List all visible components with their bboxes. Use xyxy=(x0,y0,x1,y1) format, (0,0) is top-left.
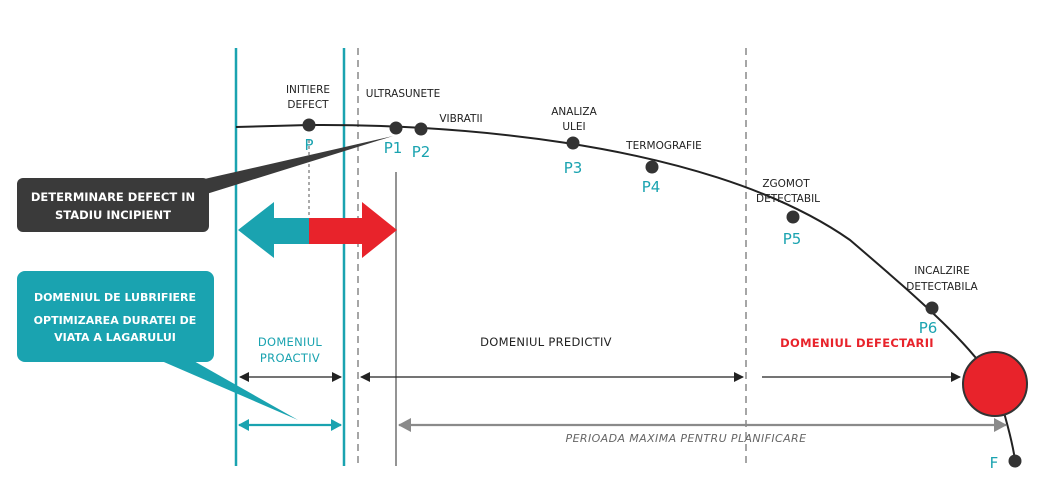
point-p1-marker xyxy=(389,121,403,135)
point-p-caption-2: DEFECT xyxy=(287,99,329,111)
point-p6-label: P6 xyxy=(919,319,938,337)
teal-callout-line-3: VIATA A LAGARULUI xyxy=(54,331,176,344)
point-p6-caption-1: INCALZIRE xyxy=(914,265,970,277)
point-p: INITIERE DEFECT P xyxy=(286,84,330,154)
point-f: F xyxy=(962,351,1028,472)
point-p5: ZGOMOT DETECTABIL P5 xyxy=(756,178,820,248)
dark-callout-box xyxy=(17,178,209,232)
point-p5-caption-1: ZGOMOT xyxy=(762,178,810,190)
p-f-curve xyxy=(235,123,1016,461)
point-p3: ANALIZA ULEI P3 xyxy=(551,106,597,177)
dark-callout-line-1: DETERMINARE DEFECT IN xyxy=(31,190,195,204)
point-p-marker xyxy=(302,118,316,132)
point-p2-label: P2 xyxy=(412,143,431,161)
point-p-label: P xyxy=(304,136,313,154)
point-p1: ULTRASUNETE P1 xyxy=(366,88,440,157)
teal-callout-line-2: OPTIMIZAREA DURATEI DE xyxy=(34,314,197,327)
teal-callout-pointer xyxy=(150,356,298,420)
point-p3-caption-2: ULEI xyxy=(562,121,585,133)
predictive-domain-label: DOMENIUL PREDICTIV xyxy=(480,335,612,349)
point-p5-marker xyxy=(786,210,800,224)
point-f-marker xyxy=(1008,454,1022,468)
point-p4-label: P4 xyxy=(642,178,661,196)
point-p4-caption: TERMOGRAFIE xyxy=(625,140,702,152)
point-p2-caption: VIBRATII xyxy=(439,113,482,125)
point-p5-label: P5 xyxy=(783,230,802,248)
teal-arrow-left xyxy=(238,202,309,258)
red-arrow-right xyxy=(309,202,397,258)
incipient-defect-callout: DETERMINARE DEFECT IN STADIU INCIPIENT xyxy=(17,136,393,232)
point-p2-marker xyxy=(414,122,428,136)
point-p5-caption-2: DETECTABIL xyxy=(756,193,820,205)
proactive-domain-label-2: PROACTIV xyxy=(260,351,320,365)
failure-circle xyxy=(962,351,1028,417)
teal-callout-line-1: DOMENIUL DE LUBRIFIERE xyxy=(34,291,196,304)
point-p4: TERMOGRAFIE P4 xyxy=(625,140,702,196)
planning-period-label: PERIOADA MAXIMA PENTRU PLANIFICARE xyxy=(566,432,807,445)
point-p-caption-1: INITIERE xyxy=(286,84,330,96)
lubrication-domain-callout: DOMENIUL DE LUBRIFIERE OPTIMIZAREA DURAT… xyxy=(17,271,298,420)
point-p4-marker xyxy=(645,160,659,174)
dark-callout-line-2: STADIU INCIPIENT xyxy=(55,208,171,222)
failure-domain-label: DOMENIUL DEFECTARII xyxy=(780,336,934,350)
point-p1-caption: ULTRASUNETE xyxy=(366,88,440,100)
point-f-label: F xyxy=(990,454,999,472)
teal-callout-box xyxy=(17,271,214,362)
point-p3-marker xyxy=(566,136,580,150)
point-p1-label: P1 xyxy=(384,139,403,157)
point-p3-label: P3 xyxy=(564,159,583,177)
point-p6-caption-2: DETECTABILA xyxy=(906,281,978,293)
point-p6: INCALZIRE DETECTABILA P6 xyxy=(906,265,978,337)
point-p2: VIBRATII P2 xyxy=(412,113,483,161)
point-p3-caption-1: ANALIZA xyxy=(551,106,597,118)
curve-points: INITIERE DEFECT P ULTRASUNETE P1 VIBRATI… xyxy=(286,84,1028,472)
dark-callout-pointer xyxy=(200,136,393,196)
proactive-window-double-arrow xyxy=(238,202,397,258)
proactive-domain-label-1: DOMENIUL xyxy=(258,335,323,349)
point-p6-marker xyxy=(925,301,939,315)
